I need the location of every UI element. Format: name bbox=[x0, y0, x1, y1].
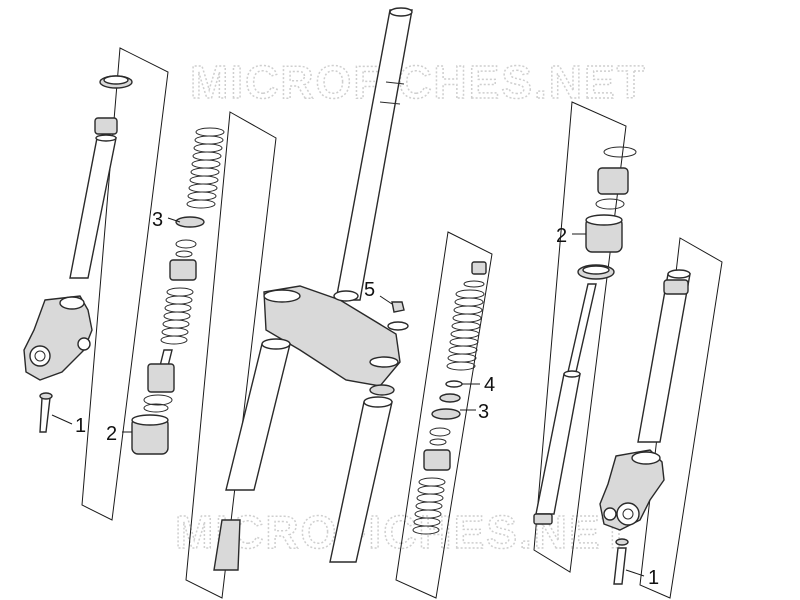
watermark-top: MICROFICHES.NET bbox=[190, 56, 647, 108]
callout-right-2: 2 bbox=[556, 225, 567, 247]
damper-rod-right bbox=[567, 283, 597, 373]
damper-tip bbox=[533, 513, 553, 525]
frame-left-leg bbox=[81, 47, 169, 521]
inner-tube-right bbox=[637, 273, 691, 443]
spring-plate-left bbox=[175, 216, 205, 228]
bushing-center bbox=[423, 449, 451, 471]
center-spring-assembly: 4 3 bbox=[412, 261, 495, 535]
snap-ring bbox=[143, 394, 173, 406]
frame-right-damper bbox=[533, 101, 627, 573]
leg-cap-left bbox=[213, 519, 241, 571]
ring bbox=[175, 250, 193, 258]
steering-tube-top bbox=[389, 7, 413, 17]
crown-bore-left bbox=[263, 289, 301, 303]
axle-boss-right bbox=[616, 502, 640, 526]
right-leg-assembly: 1 bbox=[599, 269, 691, 589]
bushing-right-leg bbox=[663, 279, 689, 295]
bushing-left bbox=[94, 117, 118, 135]
callout-left-3: 3 bbox=[152, 209, 163, 231]
washer bbox=[387, 321, 409, 331]
mount-lug bbox=[77, 337, 91, 351]
frame-center-spring bbox=[395, 231, 493, 599]
nut bbox=[391, 301, 405, 313]
lower-spring-left bbox=[160, 287, 194, 345]
snap-ring-right bbox=[603, 146, 637, 158]
ring bbox=[175, 239, 197, 249]
bearing-ring bbox=[369, 384, 395, 396]
leader-left-1 bbox=[51, 414, 73, 425]
fork-spring-left bbox=[186, 127, 225, 209]
frame-left-spring bbox=[185, 111, 277, 599]
steering-tube bbox=[335, 9, 413, 301]
callout-right-1: 1 bbox=[648, 567, 659, 589]
left-spring-assembly: 3 2 bbox=[106, 127, 225, 455]
inner-tube-top bbox=[95, 134, 117, 142]
outer-leg-left bbox=[225, 343, 291, 491]
hub-bore bbox=[59, 296, 85, 310]
crown-bore-right bbox=[369, 356, 399, 368]
fork-spring-center bbox=[446, 289, 485, 371]
spring-plate-center bbox=[431, 408, 461, 420]
lower-spring-center bbox=[412, 477, 446, 535]
bolt-right bbox=[613, 547, 627, 585]
fork-seal-inner bbox=[103, 75, 129, 85]
hub-bore-right bbox=[631, 451, 661, 465]
bolt-left bbox=[39, 397, 51, 433]
callout-center-5: 5 bbox=[364, 279, 375, 301]
callout-center-4: 4 bbox=[484, 374, 495, 396]
washer-center bbox=[445, 380, 463, 388]
right-damper-assembly: 2 bbox=[533, 146, 637, 525]
inner-tube-left bbox=[69, 137, 117, 279]
axle-boss bbox=[29, 345, 51, 367]
bushing-right bbox=[597, 167, 629, 195]
callout-left-2: 2 bbox=[106, 423, 117, 445]
callout-center-3: 3 bbox=[478, 401, 489, 423]
spring-cap bbox=[471, 261, 487, 275]
bushing-lower-left bbox=[147, 363, 175, 393]
bushing-spring-left bbox=[169, 259, 197, 281]
callout-left-1: 1 bbox=[75, 415, 86, 437]
steering-assembly: 5 bbox=[213, 7, 413, 571]
left-leg-assembly: 1 bbox=[23, 75, 133, 437]
